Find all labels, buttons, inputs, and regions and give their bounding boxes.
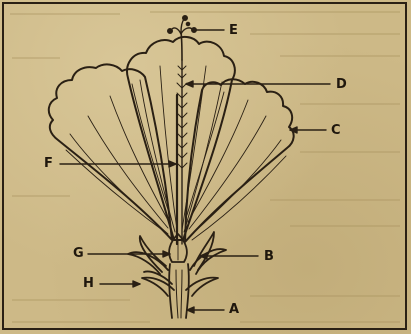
label-d: D xyxy=(336,78,347,91)
label-e: E xyxy=(229,24,238,37)
leader-lines xyxy=(60,30,330,313)
right-petal xyxy=(185,79,294,242)
left-petal xyxy=(49,64,172,240)
label-g: G xyxy=(73,247,84,260)
bracts xyxy=(142,272,218,297)
label-b: B xyxy=(264,250,274,263)
label-f: F xyxy=(44,157,53,170)
label-a: A xyxy=(229,303,239,316)
label-h: H xyxy=(83,277,94,290)
receptacle-stalk xyxy=(169,264,189,318)
stigma xyxy=(168,16,197,34)
label-c: C xyxy=(331,124,341,137)
